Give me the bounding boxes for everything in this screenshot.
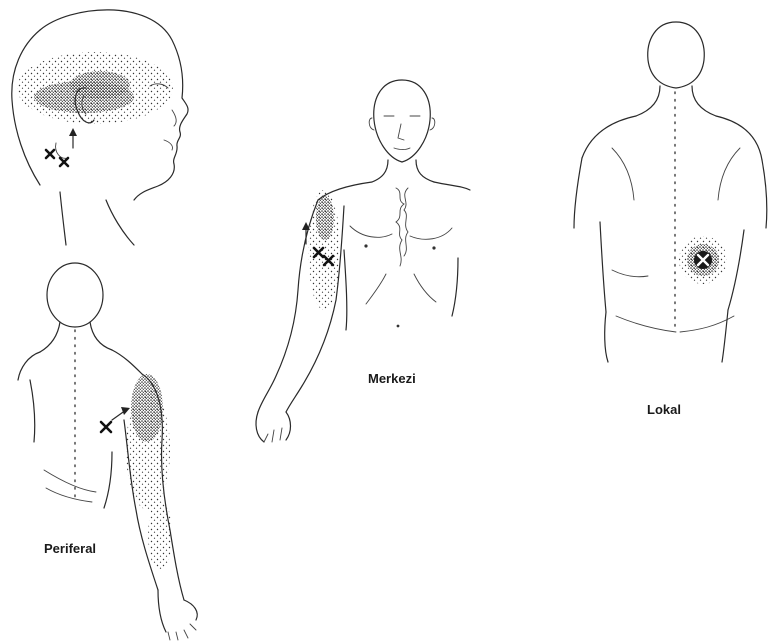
label-central: Merkezi [368, 371, 416, 386]
peripheral-back-figure [18, 263, 197, 640]
local-pain-spot [679, 236, 727, 284]
label-local: Lokal [647, 402, 681, 417]
head-side-figure [12, 10, 188, 245]
central-front-figure [256, 80, 470, 442]
label-peripheral: Periferal [44, 541, 96, 556]
local-back-figure [574, 22, 767, 362]
